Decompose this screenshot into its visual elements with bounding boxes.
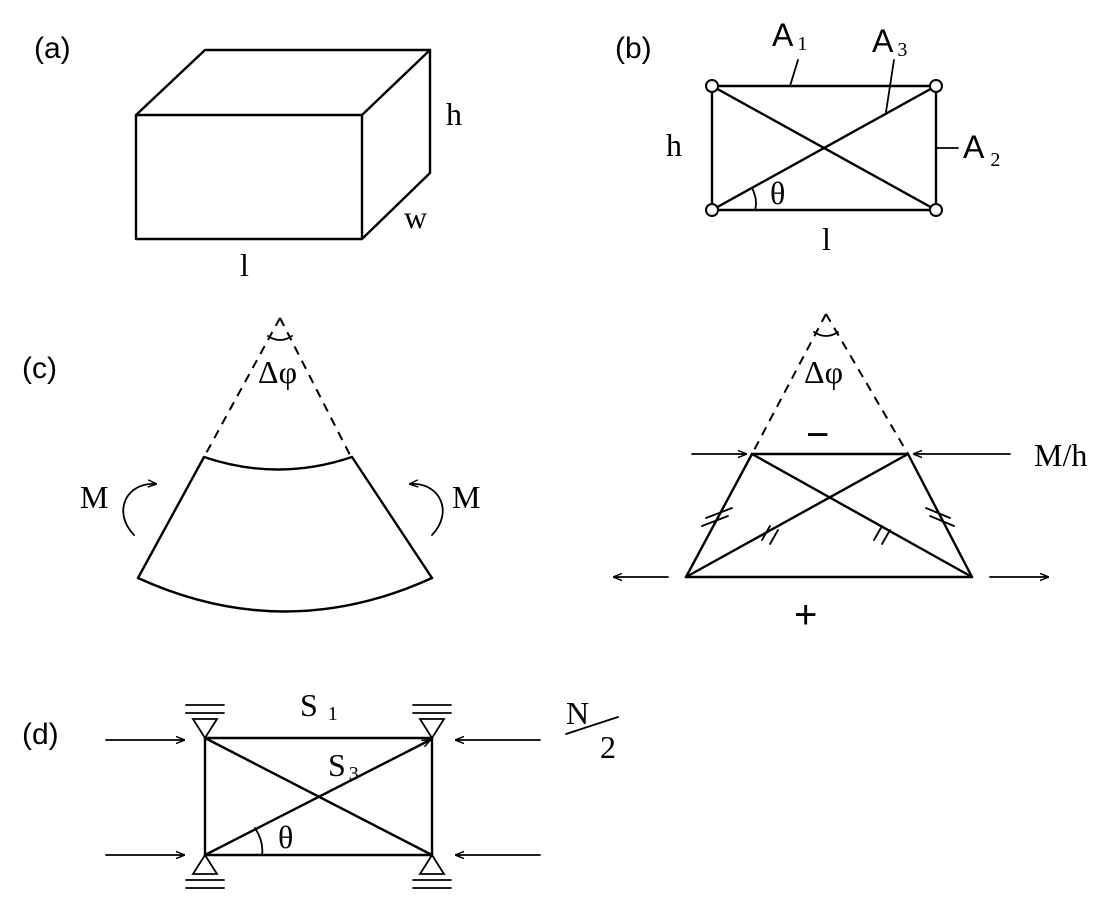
angle-arc-theta-b	[751, 187, 757, 211]
box-3d	[134, 48, 432, 241]
trapezoid-diagonal-2	[684, 452, 910, 579]
beam-left-edge	[136, 455, 206, 580]
beam-inner-arc	[202, 455, 354, 471]
joint-bottom-left	[705, 203, 719, 217]
truss-angle-theta: θ	[770, 175, 785, 211]
trapezoid-truss: Δφ − M/h +	[613, 313, 1087, 637]
panel-b-label: (b)	[615, 32, 652, 65]
load-fraction-n-over-2: N 2	[565, 695, 619, 765]
dashed-ray-right-a	[751, 313, 827, 455]
support-bottom-right	[412, 853, 452, 889]
leader-A1	[789, 59, 799, 87]
box-dim-l: l	[240, 247, 249, 283]
panel-c: (c) Δφ M M Δφ −	[22, 313, 1087, 637]
angle-delta-phi-right: Δφ	[804, 354, 843, 390]
angle-arc-theta-d	[254, 827, 264, 856]
support-top-right	[412, 704, 452, 740]
moment-label-left: M	[80, 479, 108, 515]
panel-a-label: (a)	[34, 32, 71, 65]
trapezoid-right	[906, 452, 974, 579]
load-fraction-slash	[565, 716, 619, 735]
beam-right-edge	[350, 455, 434, 580]
angle-arc-left	[267, 335, 293, 341]
panel-c-label: (c)	[22, 352, 57, 385]
angle-delta-phi-left: Δφ	[258, 354, 297, 390]
truss-dim-h: h	[666, 127, 682, 163]
panel-a: (a) h w l	[34, 32, 462, 283]
dashed-ray-left-a	[203, 317, 281, 458]
support-bottom-left	[185, 853, 225, 889]
truss-dim-l: l	[822, 221, 831, 257]
trapezoid-diagonal-1	[750, 452, 974, 579]
support-top-left	[185, 704, 225, 740]
box-top-face	[134, 48, 432, 117]
truss-joints	[705, 79, 943, 217]
truss-diagonal-2	[710, 84, 938, 212]
force-label-m-over-h: M/h	[1034, 437, 1087, 473]
truss-frame	[710, 84, 938, 212]
hatch-marks	[701, 507, 955, 545]
sign-minus: −	[806, 413, 829, 457]
moment-arrow-right	[410, 484, 444, 536]
box-dim-h: h	[446, 96, 462, 132]
beam-outer-arc	[136, 576, 434, 613]
box-front-face	[134, 113, 364, 241]
joint-bottom-right	[929, 203, 943, 217]
joint-top-left	[705, 79, 719, 93]
panel-d: (d)	[22, 687, 619, 889]
load-numerator: N	[566, 695, 589, 731]
leader-A3	[885, 59, 895, 113]
angle-arc-right	[813, 331, 839, 337]
dashed-ray-left-b	[279, 317, 352, 458]
box-dim-w: w	[404, 199, 427, 235]
truss-d-angle-theta: θ	[278, 819, 293, 855]
joint-top-right	[929, 79, 943, 93]
load-denominator: 2	[600, 729, 616, 765]
dashed-ray-right-b	[825, 313, 909, 455]
moment-label-right: M	[452, 479, 480, 515]
supported-truss	[203, 736, 434, 857]
curved-beam: Δφ M M	[80, 317, 480, 613]
sign-plus: +	[794, 593, 817, 637]
panel-d-label: (d)	[22, 718, 59, 751]
moment-arrow-left	[122, 484, 156, 536]
trapezoid-left	[684, 452, 754, 579]
truss-d-diagonal-2	[203, 740, 430, 857]
box-side-face	[360, 48, 432, 241]
